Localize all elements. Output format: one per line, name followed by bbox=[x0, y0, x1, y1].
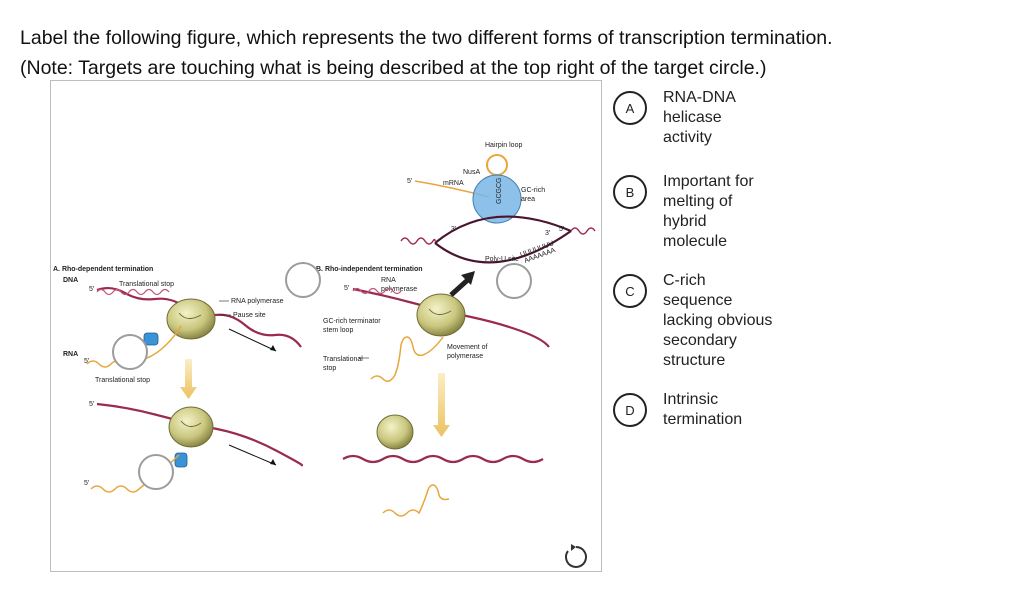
option-c[interactable]: C C-rich sequence lacking obvious second… bbox=[613, 271, 793, 371]
dna-helix-b1 bbox=[352, 287, 402, 295]
stem-sequence: GCGCG bbox=[496, 178, 503, 204]
option-b-letter: B bbox=[613, 175, 647, 209]
rna-strand-b1 bbox=[370, 336, 444, 382]
option-c-text: C-rich sequence lacking obvious secondar… bbox=[663, 271, 793, 371]
mrna-label: mRNA bbox=[443, 180, 464, 187]
option-d-letter: D bbox=[613, 393, 647, 427]
five-prime-label-zoom: 5′ bbox=[407, 178, 413, 185]
option-b[interactable]: B Important for melting of hybrid molecu… bbox=[613, 172, 793, 252]
poly-u-site-label: Poly-U site bbox=[485, 256, 519, 263]
nusa-protein bbox=[472, 174, 522, 224]
option-b-line-3: hybrid bbox=[663, 213, 707, 230]
question-line-2: (Note: Targets are touching what is bein… bbox=[20, 57, 767, 79]
five-prime-label-a4: 5′ bbox=[84, 480, 90, 487]
target-circle-3[interactable] bbox=[112, 334, 148, 370]
hairpin-loop-label: Hairpin loop bbox=[485, 142, 522, 149]
dna-bubble-top bbox=[434, 215, 572, 244]
released-polymerase bbox=[376, 414, 414, 450]
dna-strand-b1 bbox=[352, 287, 550, 348]
three-prime-label-zoom1: 3′ bbox=[451, 226, 457, 233]
gc-terminator-label-2: stem loop bbox=[323, 327, 353, 334]
option-a-text: RNA-DNA helicase activity bbox=[663, 88, 793, 148]
transcription-termination-figure: A. Rho-dependent termination DNA 5′ Tran… bbox=[53, 142, 596, 568]
option-c-letter: C bbox=[613, 274, 647, 308]
dna-label: DNA bbox=[63, 277, 78, 284]
translational-stop-label-b2: stop bbox=[323, 365, 336, 372]
dna-helix-a1 bbox=[96, 288, 170, 296]
dna-strand-b2 bbox=[342, 454, 544, 464]
option-b-text: Important for melting of hybrid molecule bbox=[663, 172, 793, 252]
hairpin-loop bbox=[486, 154, 508, 176]
five-prime-label-a1: 5′ bbox=[89, 286, 95, 293]
translational-stop-label-a2: Translational stop bbox=[95, 377, 150, 384]
option-a-line-1: RNA-DNA bbox=[663, 89, 736, 106]
rna-polymerase-label-a: RNA polymerase bbox=[231, 298, 284, 305]
option-d-line-1: Intrinsic bbox=[663, 391, 719, 408]
option-c-line-1: C-rich bbox=[663, 272, 706, 289]
option-b-line-4: molecule bbox=[663, 233, 728, 250]
panel-b-title: B. Rho-independent termination bbox=[316, 266, 423, 273]
down-arrow-b bbox=[433, 373, 450, 437]
gc-terminator-label-1: GC-rich terminator bbox=[323, 318, 381, 325]
target-circle-4[interactable] bbox=[138, 454, 174, 490]
released-rna bbox=[382, 484, 450, 517]
option-a-letter: A bbox=[613, 91, 647, 125]
rna-label: RNA bbox=[63, 351, 78, 358]
movement-label-2: polymerase bbox=[447, 353, 483, 360]
reset-icon[interactable] bbox=[565, 544, 587, 568]
option-a[interactable]: A RNA-DNA helicase activity bbox=[613, 88, 793, 148]
option-c-line-3: lacking obvious bbox=[663, 312, 773, 329]
option-c-line-4: secondary bbox=[663, 332, 737, 349]
option-d-line-2: termination bbox=[663, 411, 743, 428]
option-d[interactable]: D Intrinsic termination bbox=[613, 390, 793, 430]
panel-a-title: A. Rho-dependent termination bbox=[53, 266, 153, 273]
translational-stop-label-a: Translational stop bbox=[119, 281, 174, 288]
three-prime-label-zoom2: 3′ bbox=[545, 230, 551, 237]
translational-stop-label-b1: Translational bbox=[323, 356, 363, 363]
option-b-line-2: melting of bbox=[663, 193, 733, 210]
rna-polymerase-label-b1: RNA bbox=[381, 277, 396, 284]
dna-helix-left bbox=[400, 237, 436, 245]
movement-label-1: Movement of bbox=[447, 344, 488, 351]
five-prime-label-b1: 5′ bbox=[344, 285, 350, 292]
rna-polymerase-label-b2: polymerase bbox=[381, 286, 417, 293]
option-c-line-2: sequence bbox=[663, 292, 733, 309]
target-circle-1[interactable] bbox=[285, 262, 321, 298]
figure-panel: A. Rho-dependent termination DNA 5′ Tran… bbox=[50, 80, 602, 572]
five-prime-label-a3: 5′ bbox=[89, 401, 95, 408]
gc-rich-area-label-1: GC-rich bbox=[521, 187, 545, 194]
dna-helix-right bbox=[570, 227, 596, 235]
option-b-line-1: Important for bbox=[663, 173, 754, 190]
dna-strand-a2 bbox=[96, 402, 304, 467]
option-a-line-2: helicase bbox=[663, 109, 722, 126]
option-a-line-3: activity bbox=[663, 129, 712, 146]
option-d-text: Intrinsic termination bbox=[663, 390, 793, 430]
question-text: Label the following figure, which repres… bbox=[20, 23, 1010, 83]
nusa-label: NusA bbox=[463, 169, 480, 176]
pause-site-label: Pause site bbox=[233, 312, 266, 319]
target-circle-2[interactable] bbox=[496, 263, 532, 299]
option-c-line-5: structure bbox=[663, 352, 726, 369]
gc-rich-area-label-2: area bbox=[521, 196, 535, 203]
question-line-1: Label the following figure, which repres… bbox=[20, 27, 833, 49]
down-arrow-a bbox=[180, 359, 197, 399]
dna-bubble-bottom bbox=[434, 230, 572, 264]
rho-protein-a1 bbox=[143, 332, 159, 346]
five-prime-label-a2: 5′ bbox=[84, 358, 90, 365]
five-prime-label-zoom2: 5′ bbox=[559, 226, 565, 233]
rho-protein-a2 bbox=[174, 452, 188, 468]
